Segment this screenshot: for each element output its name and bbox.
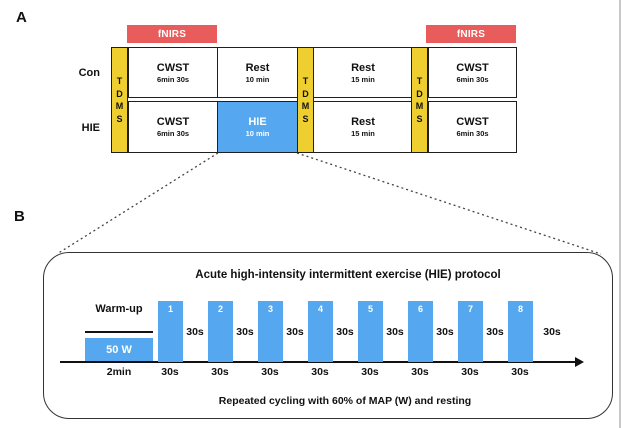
cell-title: HIE — [248, 116, 267, 128]
page-edge-line — [619, 0, 621, 428]
rest-interval-label-4: 30s — [336, 326, 354, 338]
tdms-bar-1: T D M S — [111, 47, 128, 153]
exercise-bar-4: 4 — [308, 301, 333, 362]
rest-interval-label-2: 30s — [236, 326, 254, 338]
bar-number: 2 — [217, 304, 223, 314]
cell-subtitle: 6min 30s — [456, 74, 489, 84]
row-label-con: Con — [78, 67, 100, 79]
exercise-bar-7: 7 — [458, 301, 483, 362]
cell-subtitle: 6min 30s — [456, 129, 489, 138]
hie-protocol-caption: Repeated cycling with 60% of MAP (W) and… — [218, 395, 472, 407]
work-interval-label-7: 30s — [461, 366, 479, 378]
exercise-bar-2: 2 — [208, 301, 233, 362]
bar-number: 8 — [517, 304, 523, 314]
panel-a-label: A — [16, 9, 27, 26]
cell-subtitle: 15 min — [351, 74, 375, 84]
cell-subtitle: 6min 30s — [156, 129, 190, 138]
timeline-cell-con-rest10: Rest 10 min — [217, 47, 298, 98]
exercise-bar-3: 3 — [258, 301, 283, 362]
cell-title: CWST — [156, 116, 190, 128]
cell-subtitle: 15 min — [351, 129, 375, 138]
work-interval-label-3: 30s — [261, 366, 279, 378]
exercise-bar-8: 8 — [508, 301, 533, 362]
warmup-duration-label: 2min — [106, 366, 132, 378]
cell-title: Rest — [351, 116, 375, 128]
bar-number: 1 — [167, 304, 173, 314]
fnirs-badge-left: fNIRS — [127, 25, 217, 43]
tdms-letter: T — [116, 76, 123, 86]
bar-number: 5 — [367, 304, 373, 314]
exercise-bar-6: 6 — [408, 301, 433, 362]
timeline-cell-hie-cwst2: CWST 6min 30s — [428, 101, 517, 153]
work-interval-label-8: 30s — [511, 366, 529, 378]
tdms-letter: D — [416, 88, 423, 99]
warmup-power-box: 50 W — [85, 338, 153, 362]
warmup-line — [85, 331, 153, 333]
tdms-letter: T — [416, 76, 423, 86]
cell-title: Rest — [351, 61, 375, 74]
rest-interval-label-3: 30s — [286, 326, 304, 338]
tdms-bar-2: T D M S — [297, 47, 314, 153]
time-axis — [60, 361, 577, 363]
timeline-cell-hie-cwst1: CWST 6min 30s — [128, 101, 218, 153]
tdms-letter: D — [302, 88, 309, 99]
timeline-cell-con-cwst2: CWST 6min 30s — [428, 47, 517, 98]
timeline-cell-con-cwst1: CWST 6min 30s — [128, 47, 218, 98]
cell-subtitle: 10 min — [245, 74, 270, 84]
time-axis-arrow-icon — [575, 356, 584, 367]
work-interval-label-6: 30s — [411, 366, 429, 378]
timeline-cell-hie-rest15: Rest 15 min — [313, 101, 413, 153]
timeline-cell-con-rest15: Rest 15 min — [313, 47, 413, 98]
tdms-bar-3: T D M S — [411, 47, 428, 153]
tdms-letter: M — [115, 101, 124, 111]
bar-number: 4 — [317, 304, 323, 314]
cell-title: Rest — [245, 61, 270, 74]
cell-title: CWST — [156, 61, 190, 74]
bar-number: 6 — [417, 304, 423, 314]
panel-b-label: B — [14, 208, 25, 225]
rest-interval-label-8: 30s — [543, 326, 561, 338]
cell-subtitle: 6min 30s — [156, 74, 190, 84]
work-interval-label-2: 30s — [211, 366, 229, 378]
work-interval-label-4: 30s — [311, 366, 329, 378]
hie-protocol-title: Acute high-intensity intermittent exerci… — [195, 269, 501, 281]
timeline-cell-hie-block: HIE 10 min — [217, 101, 298, 153]
cell-title: CWST — [456, 116, 489, 128]
fnirs-badge-right: fNIRS — [426, 25, 516, 43]
tdms-letter: T — [302, 76, 309, 86]
tdms-letter: M — [301, 101, 310, 111]
bar-number: 3 — [267, 304, 273, 314]
row-label-hie: HIE — [81, 122, 100, 134]
bar-number: 7 — [467, 304, 473, 314]
tdms-letter: S — [116, 113, 123, 124]
cell-title: CWST — [456, 61, 489, 74]
rest-interval-label-5: 30s — [386, 326, 404, 338]
rest-interval-label-6: 30s — [436, 326, 454, 338]
tdms-letter: D — [116, 88, 123, 99]
work-interval-label-5: 30s — [361, 366, 379, 378]
rest-interval-label-1: 30s — [186, 326, 204, 338]
tdms-letter: S — [302, 113, 309, 124]
warmup-label: Warm-up — [95, 303, 143, 315]
rest-interval-label-7: 30s — [486, 326, 504, 338]
work-interval-label-1: 30s — [161, 366, 179, 378]
cell-subtitle: 10 min — [245, 129, 270, 138]
tdms-letter: S — [416, 113, 423, 124]
exercise-bar-5: 5 — [358, 301, 383, 362]
exercise-bar-1: 1 — [158, 301, 183, 362]
tdms-letter: M — [415, 101, 424, 111]
